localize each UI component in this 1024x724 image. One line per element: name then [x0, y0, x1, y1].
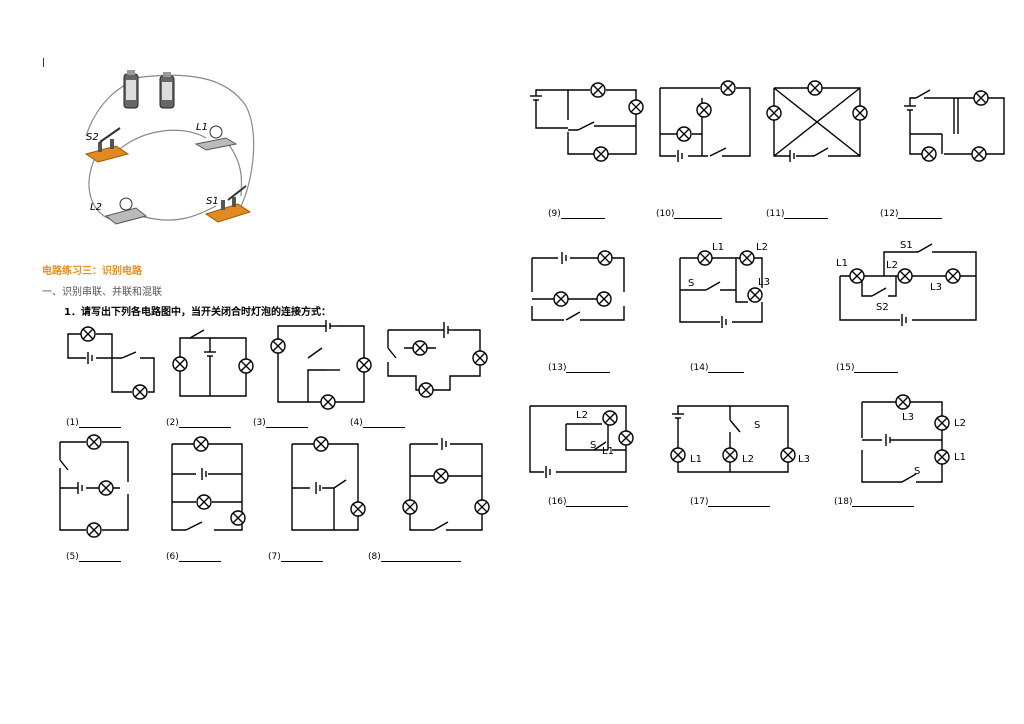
switch-s1: [204, 185, 252, 223]
svg-text:L1: L1: [712, 242, 724, 253]
figure-caption-9: (9): [548, 209, 605, 219]
figure-caption-5: (5): [66, 552, 121, 562]
switch-s2: [84, 127, 130, 163]
svg-text:S: S: [590, 440, 596, 451]
circuit-1: [67, 326, 155, 400]
circuit-7: [291, 436, 366, 531]
svg-text:L3: L3: [798, 454, 810, 465]
circuit-10: [659, 80, 751, 162]
section-subtitle: 一、识别串联、并联和混联: [42, 287, 162, 298]
photo-label-s2: S2: [86, 132, 99, 143]
figure-caption-1: (1): [66, 418, 121, 428]
svg-text:L2: L2: [756, 242, 768, 253]
photo-label-s1: S1: [206, 196, 219, 207]
figure-caption-12: (12): [880, 209, 943, 219]
circuit-photo: S2 L1 L2 S1: [84, 70, 255, 225]
figure-caption-14: (14): [690, 363, 745, 373]
question-text: 1．请写出下列各电路图中，当开关闭合时灯泡的连接方式：: [64, 307, 331, 318]
circuit-11: [766, 80, 868, 162]
circuit-8: [402, 438, 490, 531]
battery-2: [159, 72, 175, 109]
section-title: 电路练习三：识别电路: [42, 266, 142, 277]
svg-text:S: S: [754, 420, 760, 431]
text-cursor-mark: [43, 58, 44, 67]
figure-caption-18: (18): [834, 497, 915, 507]
figure-caption-11: (11): [766, 209, 829, 219]
svg-text:L2: L2: [576, 410, 588, 421]
figure-caption-17: (17): [690, 497, 771, 507]
circuit-13: [531, 250, 625, 321]
circuit-15: L1 L2 L3 S1 S2: [836, 240, 977, 326]
figure-caption-8: (8): [368, 552, 461, 562]
circuit-9: [530, 82, 644, 162]
bulb-l1: [194, 125, 238, 151]
svg-text:L2: L2: [954, 418, 966, 429]
svg-text:S2: S2: [876, 302, 889, 313]
circuit-4: [387, 322, 488, 398]
figure-caption-16: (16): [548, 497, 629, 507]
svg-text:L1: L1: [602, 446, 614, 457]
svg-text:L1: L1: [836, 258, 848, 269]
figure-caption-2: (2): [166, 418, 231, 428]
svg-text:L3: L3: [902, 412, 914, 423]
figure-caption-15: (15): [836, 363, 899, 373]
svg-text:L3: L3: [930, 282, 942, 293]
svg-text:L1: L1: [690, 454, 702, 465]
circuit-12: [904, 89, 1005, 162]
circuit-2: [172, 329, 254, 397]
svg-text:S: S: [688, 278, 694, 289]
svg-text:L3: L3: [758, 277, 770, 288]
circuit-16: L2 L1 S: [529, 405, 634, 478]
svg-text:S: S: [914, 466, 920, 477]
figure-caption-10: (10): [656, 209, 723, 219]
svg-text:L1: L1: [954, 452, 966, 463]
circuit-14: L1 L2 L3 S: [679, 242, 770, 328]
svg-text:L2: L2: [742, 454, 754, 465]
figure-caption-4: (4): [350, 418, 405, 428]
photo-label-l2: L2: [90, 202, 102, 213]
svg-text:S1: S1: [900, 240, 913, 251]
photo-label-l1: L1: [196, 122, 208, 133]
svg-text:L2: L2: [886, 260, 898, 271]
circuit-18: L3 L2 L1 S: [861, 394, 966, 483]
circuit-6: [171, 436, 246, 531]
figure-caption-7: (7): [268, 552, 323, 562]
battery-1: [123, 70, 139, 109]
circuit-5: [59, 434, 129, 538]
circuit-17: L1 L2 L3 S: [670, 405, 810, 473]
figure-caption-13: (13): [548, 363, 611, 373]
circuit-3: [270, 320, 372, 410]
figure-caption-6: (6): [166, 552, 221, 562]
bulb-l2: [104, 197, 148, 225]
figure-caption-3: (3): [253, 418, 308, 428]
